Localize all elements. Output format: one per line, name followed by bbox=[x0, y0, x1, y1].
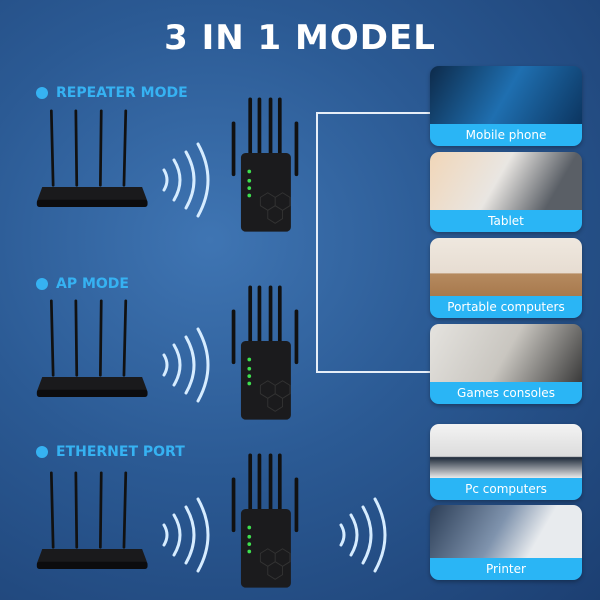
wifi-extender-icon bbox=[228, 92, 302, 238]
wifi-extender-icon bbox=[228, 280, 302, 426]
router-icon bbox=[35, 100, 153, 216]
device-card-portable-computers: Portable computers bbox=[430, 238, 582, 318]
page-title: 3 IN 1 MODEL bbox=[164, 18, 436, 58]
device-label: Games consoles bbox=[430, 382, 582, 404]
mode-ap: AP MODE bbox=[36, 276, 129, 292]
bullet-icon bbox=[36, 446, 48, 458]
connector-line bbox=[316, 112, 318, 372]
device-card-tablet: Tablet bbox=[430, 152, 582, 232]
wifi-waves-icon bbox=[335, 495, 395, 575]
bullet-icon bbox=[36, 278, 48, 290]
pc-image bbox=[430, 424, 582, 478]
router-icon bbox=[35, 462, 153, 578]
device-label: Mobile phone bbox=[430, 124, 582, 146]
mobile-phone-image bbox=[430, 66, 582, 124]
connector-line bbox=[316, 371, 430, 373]
device-label: Tablet bbox=[430, 210, 582, 232]
mode-label: REPEATER MODE bbox=[56, 85, 188, 101]
device-label: Pc computers bbox=[430, 478, 582, 500]
device-card-games-consoles: Games consoles bbox=[430, 324, 582, 404]
mode-repeater: REPEATER MODE bbox=[36, 85, 188, 101]
device-card-printer: Printer bbox=[430, 505, 582, 580]
device-card-mobile-phone: Mobile phone bbox=[430, 66, 582, 146]
device-card-pc-computers: Pc computers bbox=[430, 424, 582, 500]
bullet-icon bbox=[36, 87, 48, 99]
connector-line bbox=[316, 112, 430, 114]
tablet-image bbox=[430, 152, 582, 210]
printer-image bbox=[430, 505, 582, 558]
mode-label: AP MODE bbox=[56, 276, 129, 292]
game-console-image bbox=[430, 324, 582, 382]
wifi-waves-icon bbox=[158, 325, 218, 405]
device-label: Printer bbox=[430, 558, 582, 580]
device-label: Portable computers bbox=[430, 296, 582, 318]
laptop-image bbox=[430, 238, 582, 296]
mode-label: ETHERNET PORT bbox=[56, 444, 185, 460]
mode-ethernet: ETHERNET PORT bbox=[36, 444, 185, 460]
wifi-waves-icon bbox=[158, 140, 218, 220]
wifi-extender-icon bbox=[228, 448, 302, 594]
wifi-waves-icon bbox=[158, 495, 218, 575]
router-icon bbox=[35, 290, 153, 406]
